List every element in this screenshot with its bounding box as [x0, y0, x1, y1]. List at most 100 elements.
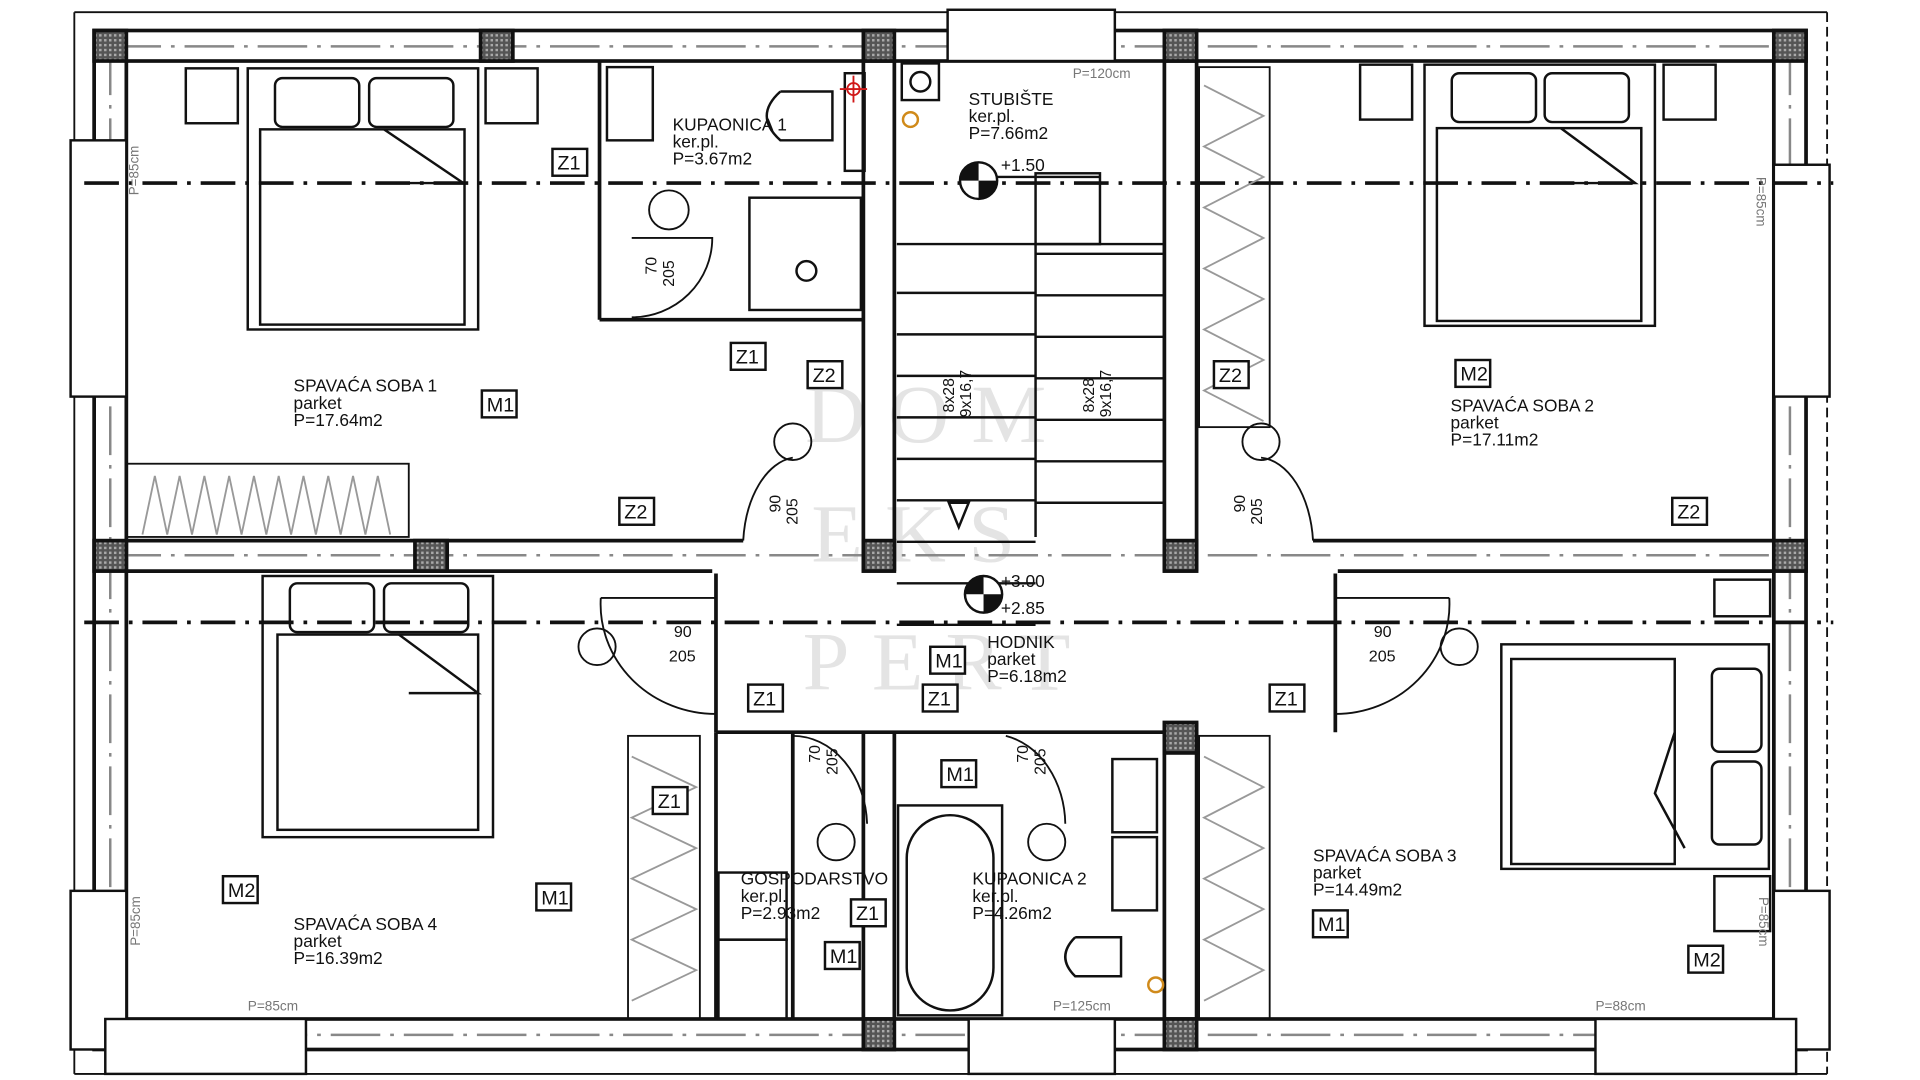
stair-risers-label: 9x16,7 [958, 370, 975, 418]
tag-label: M2 [1460, 364, 1488, 386]
furniture [125, 62, 1772, 1021]
level-label: +3.00 [1001, 571, 1045, 591]
element-tag: Z1 [746, 683, 785, 713]
stairs [896, 172, 1165, 627]
element-tag: Z1 [921, 683, 959, 713]
door-height: 205 [785, 498, 802, 525]
window-label: P=88cm [1595, 999, 1645, 1014]
windows [69, 8, 1831, 1076]
room-area: P=14.49m2 [1313, 880, 1402, 900]
tag-label: M2 [228, 880, 256, 902]
element-tag: Z1 [651, 785, 689, 816]
axis-lines [84, 181, 1834, 625]
window-label: P=85cm [128, 896, 143, 946]
room-floor: ker.pl. [673, 132, 719, 152]
room-area: P=16.39m2 [294, 948, 383, 968]
nightstands [184, 63, 1772, 933]
room-name: SPAVAĆA SOBA 2 [1451, 395, 1595, 415]
level-markers: +1.50 +3.00 +2.85 [958, 155, 1100, 618]
bed-room-1 [246, 67, 480, 331]
window-label: P=85cm [1756, 897, 1771, 947]
room-floor: parket [1451, 412, 1499, 432]
tag-label: Z1 [658, 791, 681, 813]
element-tag: Z1 [551, 147, 589, 177]
window-label: P=120cm [1073, 66, 1131, 81]
element-tag: M2 [221, 874, 259, 905]
tag-label: Z2 [1219, 365, 1242, 387]
tag-label: M1 [946, 764, 974, 786]
bed-room-3 [1500, 643, 1771, 871]
room-floor: ker.pl. [741, 886, 787, 906]
door-width: 70 [643, 257, 660, 275]
element-tag: M1 [929, 645, 967, 675]
bed-room-4 [261, 574, 495, 839]
window-label: P=85cm [1753, 177, 1768, 227]
room-floor: ker.pl. [972, 886, 1018, 906]
element-tag: Z1 [849, 898, 887, 928]
element-tag: Z2 [1212, 360, 1250, 390]
bathroom-fixtures [605, 62, 1159, 1021]
bed-room-2 [1423, 63, 1657, 328]
level-marker-icon [958, 161, 1100, 201]
level-label: +1.50 [1001, 155, 1045, 175]
watermark-line-2: EKS [811, 489, 1037, 580]
door-width: 90 [674, 624, 692, 641]
door-height: 205 [1032, 748, 1049, 775]
door-width: 90 [1232, 495, 1249, 513]
room-name: GOSPODARSTVO [741, 869, 888, 889]
stair-steps-label: 8x28 [1081, 378, 1098, 412]
tag-label: Z1 [753, 688, 776, 710]
tag-label: Z2 [624, 502, 647, 524]
door-height: 205 [1249, 498, 1266, 525]
room-labels: KUPAONICA 1ker.pl.P=3.67m2STUBIŠTEker.pl… [294, 89, 1594, 968]
watermark-line-1: DOM [805, 369, 1068, 460]
doors [577, 189, 1479, 862]
element-tag: M1 [535, 882, 573, 912]
tag-label: M1 [1318, 914, 1346, 936]
tag-label: M1 [830, 946, 858, 968]
element-tag: Z2 [1671, 496, 1709, 526]
element-tag: M2 [1687, 944, 1725, 974]
watermark: DOM EKS PERT [803, 369, 1071, 708]
room-area: P=2.93m2 [741, 903, 820, 923]
element-tag: M1 [480, 389, 518, 419]
level-label: +2.85 [1001, 598, 1045, 618]
room-name: SPAVAĆA SOBA 3 [1313, 846, 1457, 866]
columns [92, 28, 1808, 1052]
room-area: P=17.11m2 [1451, 430, 1539, 450]
door-width: 90 [1374, 624, 1392, 641]
room-name: SPAVAĆA SOBA 4 [294, 914, 438, 934]
window-label: P=125cm [1053, 999, 1111, 1014]
stair-risers-label: 9x16,7 [1098, 370, 1115, 418]
window-label: P=85cm [248, 999, 298, 1014]
outlet-icon [1147, 976, 1165, 994]
tag-label: Z1 [856, 903, 879, 925]
element-tag: Z2 [806, 360, 844, 390]
door-height: 205 [669, 649, 696, 666]
element-tag: Z2 [618, 496, 656, 526]
room-floor: parket [294, 393, 342, 413]
accent-symbols [839, 75, 1165, 994]
room-area: P=6.18m2 [987, 666, 1066, 686]
door-height: 205 [661, 260, 678, 287]
door-width: 70 [1015, 745, 1032, 763]
room-area: P=4.26m2 [972, 903, 1051, 923]
element-tag: Z1 [729, 341, 767, 371]
tag-label: M2 [1693, 950, 1721, 972]
tag-label: Z1 [557, 153, 580, 175]
tag-label: Z1 [1275, 688, 1298, 710]
element-tag: M1 [940, 759, 978, 789]
element-tag: Z1 [1268, 683, 1306, 713]
tag-label: Z1 [736, 347, 759, 369]
window-label: P=85cm [127, 146, 142, 196]
room-floor: parket [1313, 863, 1361, 883]
room-floor: parket [987, 649, 1035, 669]
element-tag: M1 [823, 940, 861, 971]
room-area: P=3.67m2 [673, 149, 752, 169]
tag-label: M1 [935, 651, 963, 673]
door-height: 205 [1369, 649, 1396, 666]
room-name: KUPAONICA 2 [972, 869, 1086, 889]
